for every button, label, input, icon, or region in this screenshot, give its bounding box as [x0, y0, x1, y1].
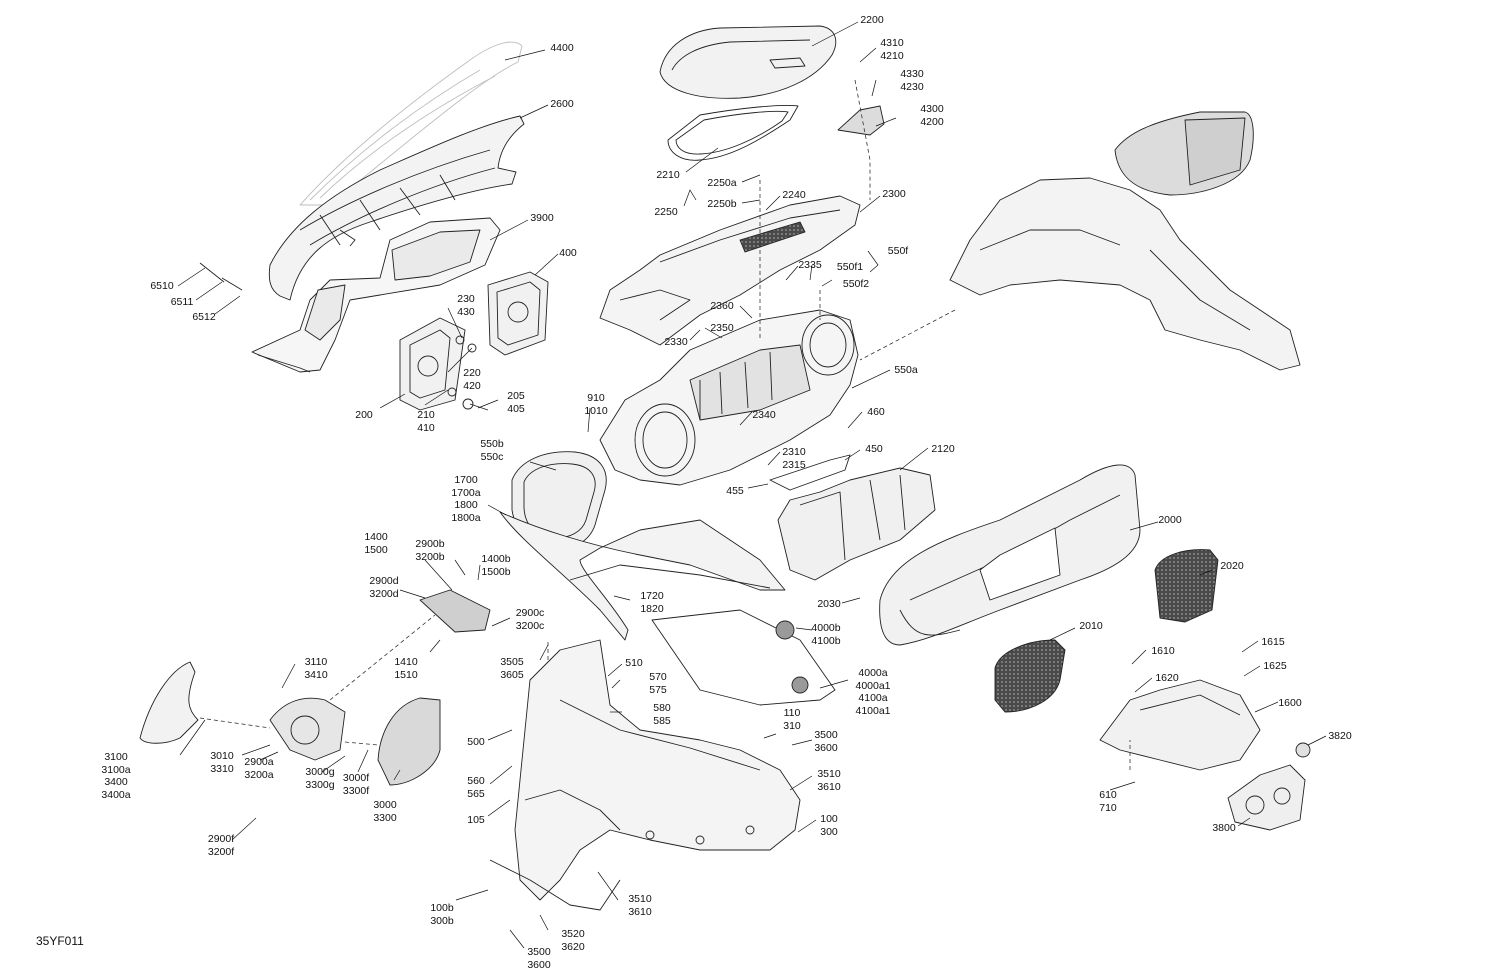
mirror-base-part	[269, 697, 346, 761]
dash-panel-part	[251, 217, 501, 373]
lower-bracket-part	[769, 454, 851, 491]
mirror-glass-part	[377, 697, 441, 786]
gauge-bracket-left-part	[399, 317, 466, 411]
speaker-housing-part	[1227, 742, 1311, 831]
lower-dash-part	[489, 639, 801, 911]
main-frame-part	[599, 309, 859, 486]
mount-bracket-part	[1099, 679, 1261, 771]
side-mirror-assembly-part	[949, 111, 1301, 371]
drawing-code: 35YF011	[36, 934, 84, 948]
leader-lines	[177, 21, 1327, 949]
storage-lid-part	[659, 25, 837, 99]
small-bracket-part	[837, 105, 885, 136]
mirror-cap-part	[139, 661, 199, 744]
windshield-part	[299, 41, 523, 206]
dash-console-part	[879, 464, 1141, 646]
top-cover-part	[599, 195, 861, 346]
speaker-grille-right-part	[1154, 549, 1219, 623]
gauge-bracket-right-part	[487, 271, 549, 356]
assembly-paths	[199, 79, 1131, 770]
switch-cluster-part	[419, 589, 491, 633]
speaker-grille-left-part	[994, 639, 1066, 713]
side-trim-part	[499, 511, 786, 641]
center-bin-part	[777, 467, 936, 581]
upper-dash-cover-part	[268, 115, 525, 301]
lid-seal-part	[667, 105, 799, 161]
side-panel-part	[651, 609, 836, 706]
small-fasteners	[199, 262, 489, 411]
